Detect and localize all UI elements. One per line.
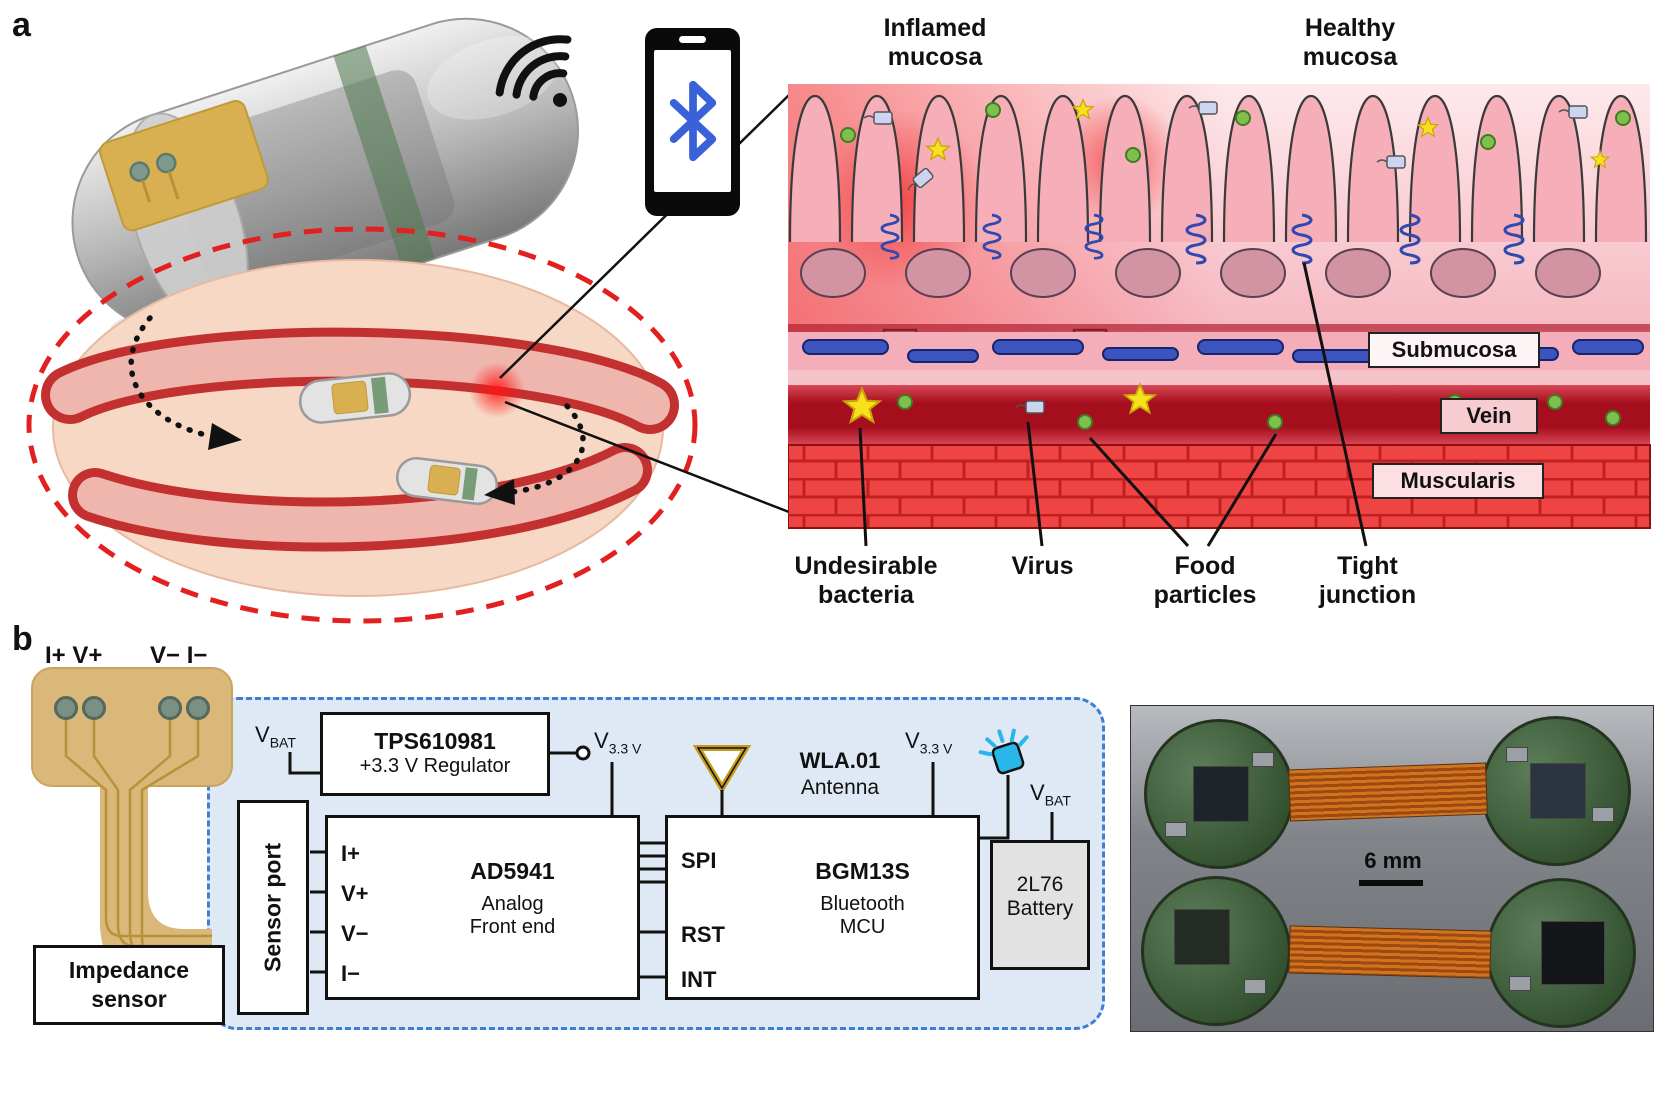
port-afe-wires xyxy=(310,850,327,974)
pcb-board-top-right xyxy=(1481,716,1631,866)
virus-label: Virus xyxy=(1011,552,1074,580)
dashed-red-ellipse xyxy=(26,226,698,624)
submucosa-label: Submucosa xyxy=(1368,332,1540,368)
mcu-box: SPI RST INT BGM13S Bluetooth MCU xyxy=(665,815,980,1000)
inflamed-mucosa-label: Inflamed mucosa xyxy=(883,14,987,71)
spi-bus-wires xyxy=(640,841,667,884)
transit-arrow-right xyxy=(484,403,586,505)
transit-arrow-left xyxy=(128,315,242,450)
healthy-mucosa-label: Healthy mucosa xyxy=(1302,14,1398,71)
vein-label: Vein xyxy=(1440,398,1538,434)
antenna-icon xyxy=(692,745,752,815)
inflammation-spot xyxy=(469,362,525,418)
phone-icon xyxy=(645,28,740,216)
panel-a-label: a xyxy=(12,6,31,44)
sensor-pads xyxy=(54,696,210,720)
capsule-flex-circuit xyxy=(99,100,269,232)
flex-sensor-graphic xyxy=(31,667,233,975)
vbat-wire xyxy=(288,752,322,775)
epithelial-cells xyxy=(800,248,1601,298)
phone-speaker xyxy=(679,36,706,43)
mucosa-illustration xyxy=(788,84,1651,548)
zoom-line-top xyxy=(499,94,790,379)
flex-ribbon-bottom xyxy=(1288,925,1492,979)
intestine-illustration xyxy=(41,259,679,597)
panel-b-label: b xyxy=(12,620,33,658)
sensor-pads-right-label: V− I− xyxy=(150,642,208,669)
regulator-box: TPS610981 +3.3 V Regulator xyxy=(320,712,550,796)
antenna-name-label: WLA.01 xyxy=(799,748,881,773)
undesirable-bacteria-label: Undesirable bacteria xyxy=(794,552,938,609)
capsule-intestine-scene xyxy=(26,17,790,624)
food-particles-label: Food particles xyxy=(1153,552,1257,609)
flex-ribbon-top xyxy=(1288,762,1488,822)
pcb-board-bottom-left xyxy=(1141,876,1291,1026)
pcb-board-top-left xyxy=(1144,719,1294,869)
scale-bar xyxy=(1359,880,1423,886)
panel-b-wiring xyxy=(31,667,1054,979)
sensor-port-box: Sensor port xyxy=(237,800,309,1015)
afe-box: I+ V+ V− I− AD5941 Analog Front end xyxy=(325,815,640,1000)
sensor-pads-left-label: I+ V+ xyxy=(45,642,103,669)
v33-label-afe: V3.3 V xyxy=(594,728,642,757)
capsule-in-gut-1 xyxy=(298,372,412,424)
impedance-sensor-box: Impedance sensor xyxy=(33,945,225,1025)
tight-junction-label: Tight junction xyxy=(1318,552,1417,609)
zoom-line-bottom xyxy=(504,400,790,514)
bluetooth-icon xyxy=(669,80,716,162)
vbat-label-regulator: VBAT xyxy=(255,722,296,751)
antenna-desc-label: Antenna xyxy=(800,776,880,799)
wifi-icon xyxy=(495,35,572,107)
v33-label-mcu: V3.3 V xyxy=(905,728,953,757)
pcb-board-bottom-right xyxy=(1486,878,1636,1028)
vbat-label-battery: VBAT xyxy=(1030,780,1071,809)
led-icon xyxy=(978,728,1029,775)
led-wire xyxy=(980,775,1010,840)
pcb-photo: 6 mm xyxy=(1130,705,1654,1032)
label-lines xyxy=(858,262,1368,548)
phone-screen xyxy=(654,50,731,192)
scale-bar-label: 6 mm xyxy=(1364,848,1422,873)
output-node xyxy=(575,745,591,761)
battery-box: 2L76 Battery xyxy=(990,840,1090,970)
capsule-in-gut-2 xyxy=(395,456,499,506)
muscularis-label: Muscularis xyxy=(1372,463,1544,499)
